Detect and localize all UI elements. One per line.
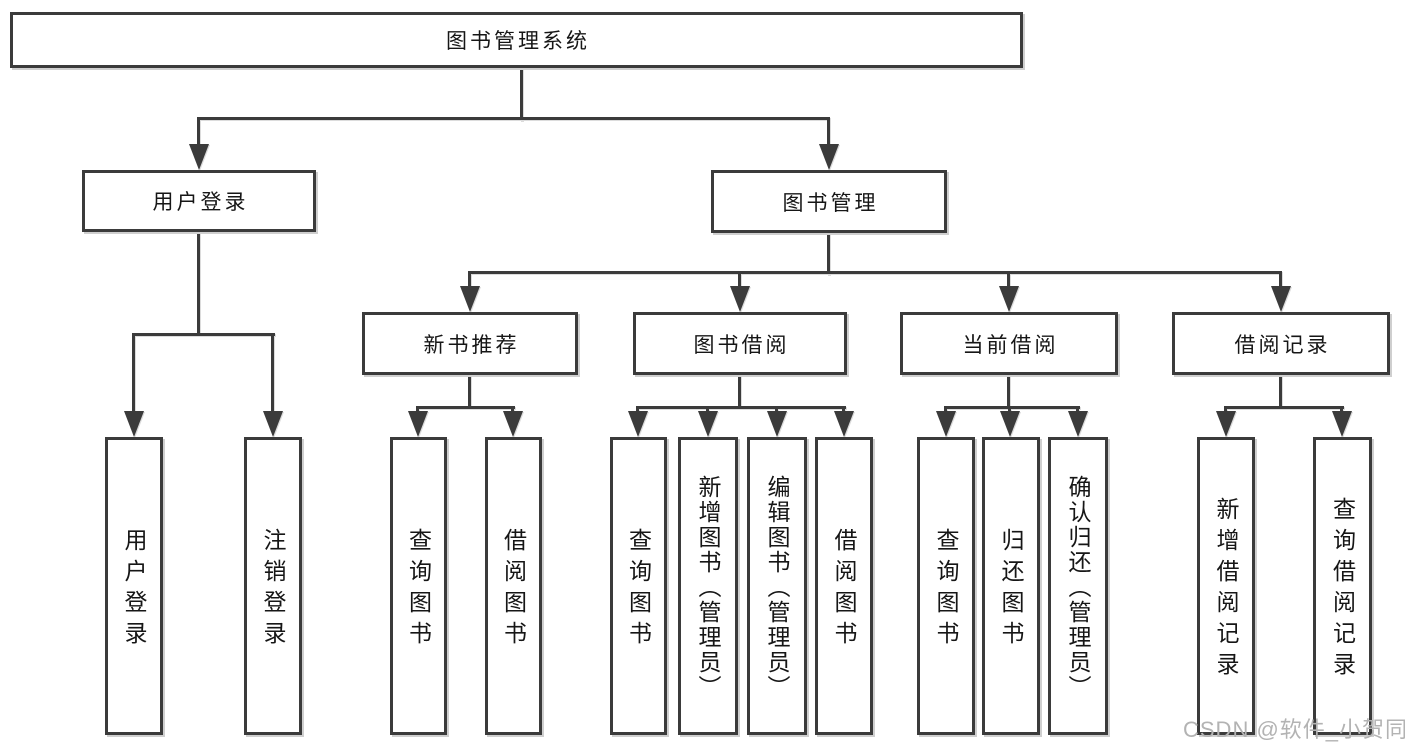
- leaf-return-book: 归还图书: [982, 437, 1040, 735]
- node-current-borrow: 当前借阅: [900, 312, 1118, 375]
- arrow-down-icon: [698, 411, 718, 437]
- arrow-down-icon: [1068, 411, 1088, 437]
- node-label: 新增借阅记录: [1213, 497, 1239, 683]
- node-label: 查询图书: [625, 528, 652, 652]
- arrow-down-icon: [1216, 411, 1236, 437]
- connector-new-book-branch: [416, 406, 515, 409]
- node-label: 借阅图书: [831, 528, 857, 652]
- connector-drop-book-management: [827, 119, 830, 151]
- connector-book-borrow-branch: [636, 406, 846, 409]
- arrow-down-icon: [460, 286, 480, 312]
- leaf-user-login: 用户登录: [105, 437, 163, 735]
- leaf-add-book-admin: 新增图书（管理员）: [678, 437, 738, 735]
- watermark: CSDN @软件_小贺同学: [1183, 717, 1405, 742]
- arrow-down-icon: [628, 411, 648, 437]
- connector-borrow-records-stem: [1279, 375, 1282, 408]
- connector-new-book-stem: [468, 375, 471, 408]
- node-label: 用户登录: [121, 528, 147, 652]
- node-label: 查询借阅记录: [1329, 497, 1356, 683]
- connector-book-management-stem: [827, 233, 830, 275]
- arrow-down-icon: [730, 286, 750, 312]
- leaf-query-books-borrow: 查询图书: [610, 437, 667, 735]
- connector-drop-leaf-logout: [271, 335, 274, 415]
- arrow-down-icon: [767, 411, 787, 437]
- node-label: 借阅图书: [500, 528, 527, 652]
- node-label: 归还图书: [998, 528, 1024, 652]
- connector-borrow-records-branch: [1224, 406, 1344, 409]
- connector-current-borrow-stem: [1007, 375, 1010, 408]
- arrow-down-icon: [503, 411, 523, 437]
- arrow-down-icon: [999, 286, 1019, 312]
- arrow-down-icon: [834, 411, 854, 437]
- connector-root-stem: [520, 68, 523, 121]
- connector-book-borrow-stem: [738, 375, 741, 408]
- arrow-down-icon: [936, 411, 956, 437]
- node-label: 新增图书（管理员）: [695, 474, 721, 700]
- connector-drop-leaf-user-login: [132, 335, 135, 415]
- node-label: 图书管理系统: [446, 30, 590, 53]
- node-root: 图书管理系统: [10, 12, 1023, 68]
- node-label: 查询图书: [933, 528, 959, 652]
- connector-drop-current-borrow: [1007, 273, 1010, 291]
- leaf-logout-login: 注销登录: [244, 437, 302, 735]
- leaf-query-books-current: 查询图书: [917, 437, 975, 735]
- node-label: 用户登录: [152, 191, 249, 214]
- node-label: 确认归还（管理员）: [1065, 474, 1091, 700]
- node-label: 编辑图书（管理员）: [764, 474, 790, 700]
- arrow-down-icon: [1271, 286, 1291, 312]
- node-label: 查询图书: [405, 528, 432, 652]
- node-user-login: 用户登录: [82, 170, 316, 232]
- arrow-down-icon: [1332, 411, 1352, 437]
- connector-level1-branch: [197, 117, 830, 120]
- connector-user-login-branch: [132, 333, 275, 336]
- leaf-confirm-return-admin: 确认归还（管理员）: [1048, 437, 1108, 735]
- leaf-query-books-recommend: 查询图书: [390, 437, 447, 735]
- node-new-book-recommend: 新书推荐: [362, 312, 578, 375]
- node-label: 借阅记录: [1234, 333, 1331, 357]
- node-label: 图书借阅: [693, 333, 790, 357]
- leaf-edit-book-admin: 编辑图书（管理员）: [747, 437, 807, 735]
- leaf-borrow-books: 借阅图书: [815, 437, 873, 735]
- arrow-down-icon: [263, 411, 283, 437]
- arrow-down-icon: [189, 144, 209, 170]
- leaf-add-borrow-record: 新增借阅记录: [1197, 437, 1255, 735]
- connector-drop-user-login: [197, 119, 200, 151]
- node-book-borrow: 图书借阅: [633, 312, 847, 375]
- connector-drop-book-borrow: [738, 273, 741, 291]
- leaf-borrow-books-recommend: 借阅图书: [485, 437, 542, 735]
- node-label: 图书管理: [782, 191, 879, 215]
- arrow-down-icon: [124, 411, 144, 437]
- connector-drop-new-book: [468, 273, 471, 291]
- connector-level3-branch: [468, 271, 1282, 274]
- leaf-query-borrow-record: 查询借阅记录: [1313, 437, 1372, 735]
- connector-drop-borrow-records: [1279, 273, 1282, 291]
- node-label: 注销登录: [260, 528, 286, 652]
- arrow-down-icon: [819, 144, 839, 170]
- node-label: 当前借阅: [962, 333, 1059, 357]
- arrow-down-icon: [408, 411, 428, 437]
- arrow-down-icon: [1000, 411, 1020, 437]
- node-book-management: 图书管理: [711, 170, 947, 233]
- connector-current-borrow-branch: [944, 406, 1080, 409]
- node-borrow-records: 借阅记录: [1172, 312, 1390, 375]
- connector-user-login-stem: [197, 232, 200, 335]
- node-label: 新书推荐: [423, 333, 520, 357]
